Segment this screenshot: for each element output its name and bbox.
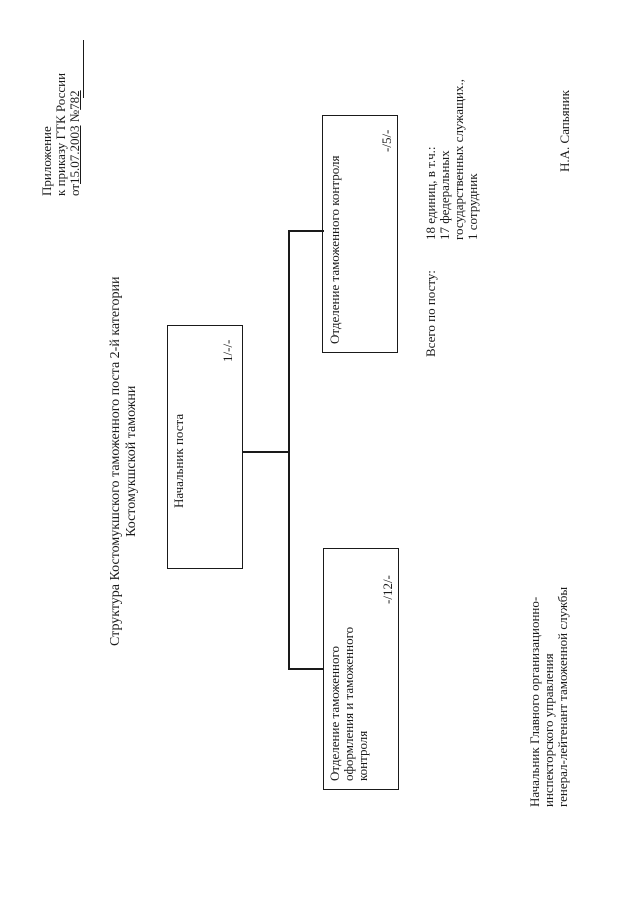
totals-line2: 17 федеральных [437,150,452,240]
connector-dept2 [288,230,324,232]
signature-block: Начальник Главного организационно- инспе… [527,586,570,807]
org-dept1-line3: контроля [355,730,370,781]
totals-line4: 1 сотрудник [465,173,480,240]
org-dept2-box [322,115,398,353]
org-dept1-count-wrap: -/12/- [380,575,395,604]
org-dept2-count: -/5/- [379,129,394,152]
totals-block: 18 единиц, в т.ч.: 17 федеральных госуда… [423,79,480,240]
connector-vertical-trunk [288,230,290,669]
signature-line3: генерал-лейтенант таможенной службы [555,586,570,807]
org-dept2-label-wrap: Отделение таможенного контроля [327,155,342,345]
totals-line1: 18 единиц, в т.ч.: [423,146,438,240]
org-dept1-line2: оформления и таможенного [341,626,356,781]
org-dept1-count: -/12/- [380,575,395,604]
org-dept2-count-wrap: -/5/- [379,129,394,152]
org-dept1-box [323,548,399,790]
totals-line3: государственных служащих., [451,79,466,240]
appendix-line2: к приказу ГТК России [53,72,68,196]
appendix-date-prefix: от [67,183,82,196]
connector-dept1 [288,668,324,670]
signature-line2: инспекторского управления [541,653,556,807]
org-dept1-label-wrap: Отделение таможенного оформления и тамож… [327,626,370,781]
totals-label-wrap: Всего по посту: [423,270,438,357]
org-dept2-label: Отделение таможенного контроля [327,155,342,345]
org-head-count-wrap: 1/-/- [220,339,235,362]
org-head-label-wrap: Начальник поста [171,413,186,508]
appendix-rule [83,40,84,98]
document-title: Структура Костомукшского таможенного пос… [108,277,140,647]
org-head-box [167,325,243,569]
appendix-line1: Приложение [39,126,54,196]
org-head-count: 1/-/- [220,339,235,362]
title-line1: Структура Костомукшского таможенного пос… [108,276,123,647]
totals-label: Всего по посту: [423,270,438,357]
org-head-label: Начальник поста [171,413,186,508]
signature-name: Н.А. Сапьяник [557,90,572,172]
appendix-line3: от15.07.2003 №782 [67,73,82,196]
org-dept1-line1: Отделение таможенного [327,646,342,781]
signature-name-wrap: Н.А. Сапьяник [557,90,572,172]
title-line2: Костомукшской таможни [124,385,139,537]
signature-line1: Начальник Главного организационно- [527,596,542,807]
appendix-number-sign: № [67,109,82,123]
appendix-block: Приложение к приказу ГТК России от15.07.… [39,72,82,196]
appendix-date: 15.07.2003 [67,125,82,184]
appendix-number: 782 [67,90,82,110]
connector-head-trunk [242,451,289,453]
